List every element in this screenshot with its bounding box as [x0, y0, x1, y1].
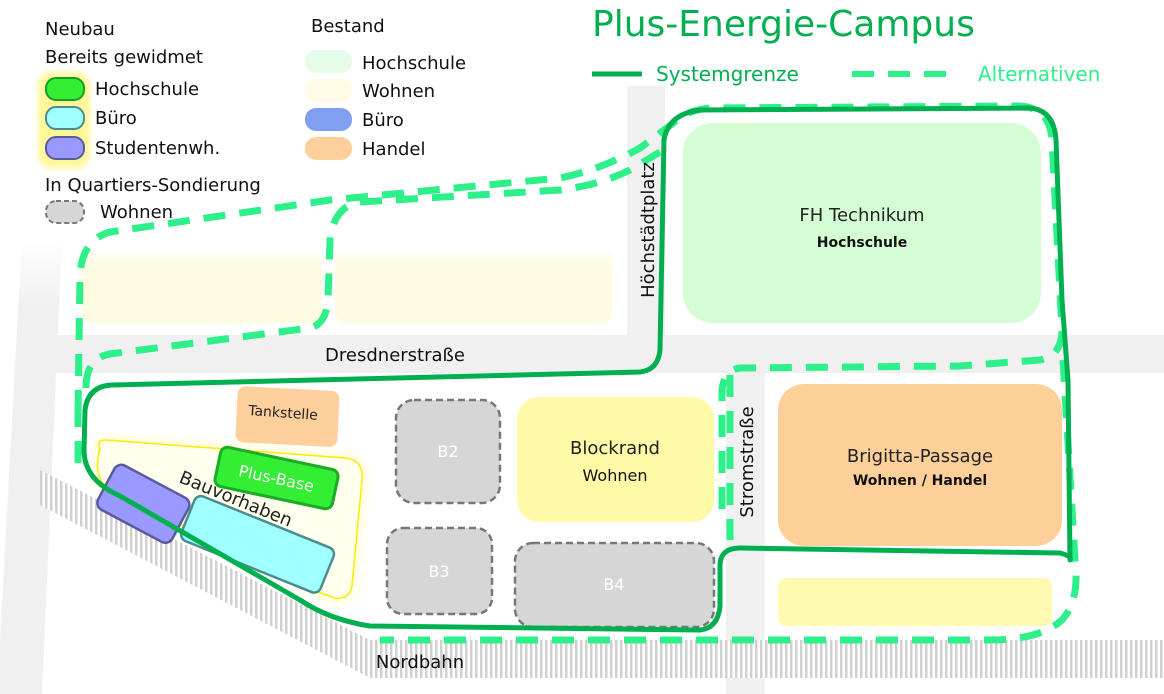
street-labels: Dresdnerstraße Höchstädtplatz Stromstraß…: [325, 162, 758, 673]
blockrand-name: Blockrand: [570, 438, 660, 459]
legend: Neubau Bereits gewidmet Hochschule Büro …: [38, 16, 466, 224]
sondierung-buildings: [385, 398, 716, 629]
legend-swatch-bestand-hochschule: [305, 50, 352, 73]
legend-label-bestand-buero: Büro: [362, 110, 404, 131]
legend-label-bestand-wohnen: Wohnen: [362, 81, 435, 102]
tankstelle-label: Tankstelle: [247, 403, 319, 424]
legend-label-neubau-studentenwohnheim: Studentenwh.: [95, 138, 220, 159]
b4-label: B4: [603, 575, 624, 594]
legend-swatch-neubau-buero: [45, 106, 85, 130]
legend-label-sondierung-wohnen: Wohnen: [100, 202, 173, 223]
system-boundary: [81, 105, 1073, 633]
legend-swatch-neubau-studentenwohnheim: [45, 136, 85, 160]
building-b2[interactable]: [394, 398, 502, 505]
legend-bestand-heading: Bestand: [311, 16, 385, 37]
blockrand-use: Wohnen: [583, 466, 648, 485]
building-b4[interactable]: [513, 541, 716, 629]
legend-swatch-bestand-wohnen: [305, 79, 352, 102]
street-stromstrasse: Stromstraße: [737, 406, 758, 517]
building-blockrand[interactable]: [517, 397, 714, 522]
building-labels: FH Technikum Hochschule Blockrand Wohnen…: [247, 205, 993, 594]
brigitta-name: Brigitta-Passage: [847, 446, 993, 467]
legend-swatch-sondierung-wohnen: [45, 200, 85, 224]
building-wohnen-se: [778, 578, 1052, 626]
building-fh-technikum[interactable]: [683, 123, 1041, 323]
fh-technikum-name: FH Technikum: [799, 205, 924, 226]
railway-nordbahn: [40, 470, 1164, 678]
neubau-area: Plus-Base Bauvorhaben: [96, 439, 363, 599]
legend-label-bestand-handel: Handel: [362, 139, 425, 160]
legend-swatch-neubau-hochschule: [45, 77, 85, 101]
legend-label-bestand-hochschule: Hochschule: [362, 53, 466, 74]
legend-label-neubau-hochschule: Hochschule: [95, 79, 199, 100]
street-nordbahn: Nordbahn: [376, 652, 464, 673]
alternatives-boundaries: [74, 102, 1080, 644]
legend-swatch-bestand-handel: [305, 137, 352, 160]
street-dresdnerstrasse: Dresdnerstraße: [325, 345, 465, 366]
alternatives-legend-label: Alternativen: [978, 62, 1100, 86]
legend-gewidmet-heading: Bereits gewidmet: [45, 47, 203, 68]
building-brigitta-passage[interactable]: [778, 384, 1062, 546]
street-hoechstaedtplatz: Höchstädtplatz: [638, 162, 659, 298]
road-left-vertical: [0, 240, 62, 694]
building-tankstelle[interactable]: [235, 386, 340, 447]
existing-buildings: [82, 123, 1062, 626]
page-title: Plus-Energie-Campus: [592, 4, 975, 45]
alternative-boundary-outer: [74, 102, 1066, 520]
b2-label: B2: [437, 442, 458, 461]
title-block: Plus-Energie-Campus Systemgrenze Alterna…: [592, 4, 1100, 86]
building-wohnen-nw2: [335, 245, 612, 323]
brigitta-use: Wohnen / Handel: [853, 473, 987, 489]
legend-sondierung-heading: In Quartiers-Sondierung: [45, 175, 261, 196]
building-plus-base[interactable]: [213, 445, 340, 511]
alternative-boundary-se: [380, 359, 1080, 644]
roads: [0, 86, 1164, 694]
building-wohnen-nw1: [82, 245, 322, 323]
fh-technikum-use: Hochschule: [817, 235, 907, 251]
alternative-boundary-nw: [82, 148, 662, 389]
building-buero-neubau[interactable]: [179, 494, 336, 595]
legend-swatch-bestand-buero: [305, 108, 352, 131]
system-boundary-legend-label: Systemgrenze: [656, 62, 799, 86]
b3-label: B3: [428, 562, 449, 581]
road-dresdnerstrasse: [55, 335, 1164, 373]
legend-label-neubau-buero: Büro: [95, 108, 137, 129]
building-b3[interactable]: [385, 526, 494, 616]
legend-neubau-heading: Neubau: [45, 19, 115, 40]
